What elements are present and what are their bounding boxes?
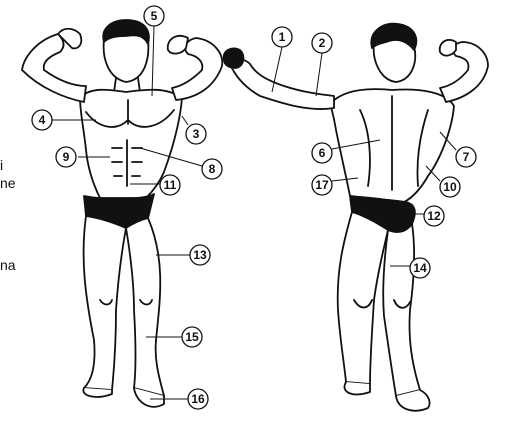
back-leg-right (383, 224, 420, 396)
callout-1: 1 (272, 27, 292, 47)
back-figure (224, 24, 488, 411)
svg-text:16: 16 (191, 392, 205, 406)
callout-12: 12 (424, 206, 444, 226)
front-leg-left (84, 216, 126, 390)
callout-3: 3 (186, 124, 206, 144)
svg-text:6: 6 (319, 146, 326, 160)
svg-text:13: 13 (193, 248, 207, 262)
svg-text:11: 11 (164, 178, 177, 192)
callout-14: 14 (410, 258, 430, 278)
callout-17: 17 (312, 175, 332, 195)
callout-9: 9 (56, 147, 76, 167)
svg-text:9: 9 (63, 150, 70, 164)
svg-text:1: 1 (279, 30, 286, 44)
callout-6: 6 (312, 143, 332, 163)
svg-text:8: 8 (209, 162, 216, 176)
callout-5: 5 (144, 6, 164, 26)
callout-15: 15 (182, 327, 202, 347)
front-leg-right (126, 218, 164, 396)
svg-text:3: 3 (193, 127, 200, 141)
svg-text:17: 17 (315, 178, 329, 192)
svg-text:7: 7 (463, 150, 470, 164)
callout-13: 13 (190, 245, 210, 265)
back-leg-left (338, 212, 388, 384)
svg-text:14: 14 (413, 261, 427, 275)
callout-10: 10 (440, 177, 460, 197)
svg-text:10: 10 (443, 180, 457, 194)
callout-7: 7 (456, 147, 476, 167)
svg-text:2: 2 (319, 36, 326, 50)
callout-11: 11 (160, 175, 180, 195)
svg-text:5: 5 (151, 9, 158, 23)
callout-2: 2 (312, 33, 332, 53)
svg-text:15: 15 (185, 330, 199, 344)
svg-text:12: 12 (427, 209, 441, 223)
svg-text:4: 4 (39, 113, 46, 127)
front-figure (22, 20, 222, 407)
callout-16: 16 (188, 389, 208, 409)
back-arm-left (230, 60, 334, 110)
callout-8: 8 (202, 159, 222, 179)
callout-4: 4 (32, 110, 52, 130)
